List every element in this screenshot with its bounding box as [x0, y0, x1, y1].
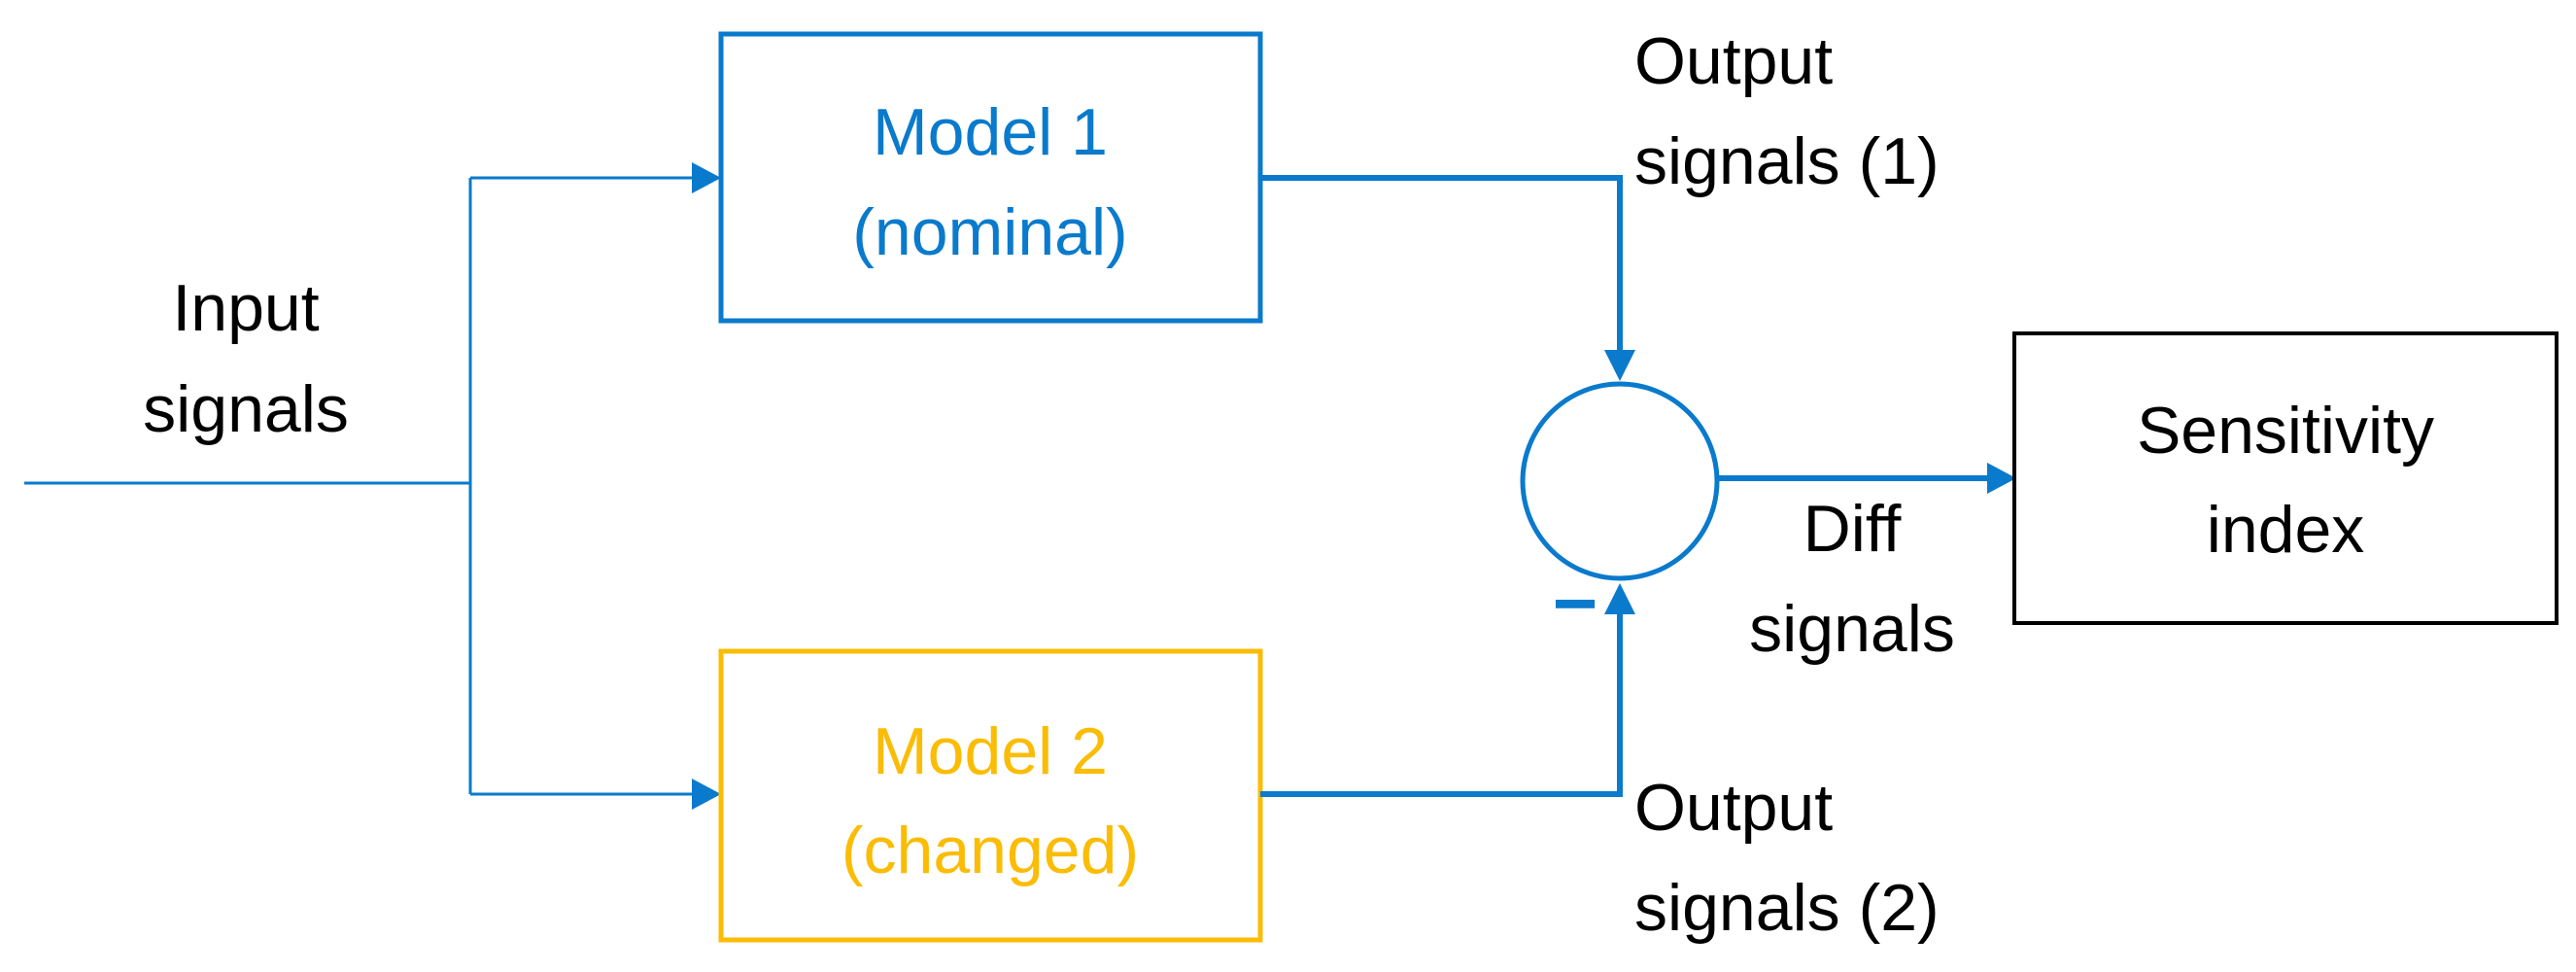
model1-box: [718, 31, 1263, 324]
model1-label-line1: Model 1: [873, 95, 1108, 169]
output1-label-line2: signals (1): [1634, 124, 1940, 198]
sensitivity-index-box: [2012, 331, 2559, 625]
arrowhead-output2-icon: [1604, 583, 1635, 614]
sensitivity-label-line2: index: [2207, 493, 2365, 567]
output2-label-line1: Output: [1634, 771, 1833, 845]
summing-junction: [1520, 381, 1720, 581]
output1-path: [1260, 175, 1623, 350]
model2-box: [718, 648, 1263, 943]
output2-path: [1260, 614, 1623, 797]
model2-label-line1: Model 2: [873, 714, 1108, 788]
diff-signals-label-line1: Diff: [1803, 492, 1902, 566]
model2-label-line2: (changed): [841, 814, 1139, 887]
input-signals-label-line2: signals: [143, 372, 349, 446]
arrowhead-diff-icon: [1987, 463, 2016, 494]
model1-label-line2: (nominal): [852, 195, 1127, 269]
arrowhead-model2-icon: [692, 779, 721, 810]
minus-sign: −: [1553, 560, 1598, 646]
sensitivity-label-line1: Sensitivity: [2137, 394, 2434, 468]
diff-signals-label-line2: signals: [1749, 592, 1955, 666]
output1-label-line1: Output: [1634, 24, 1833, 98]
arrowhead-output1-icon: [1604, 350, 1635, 381]
input-signals-label-line1: Input: [172, 271, 319, 345]
arrowhead-model1-icon: [692, 162, 721, 193]
output2-label-line2: signals (2): [1634, 871, 1940, 945]
